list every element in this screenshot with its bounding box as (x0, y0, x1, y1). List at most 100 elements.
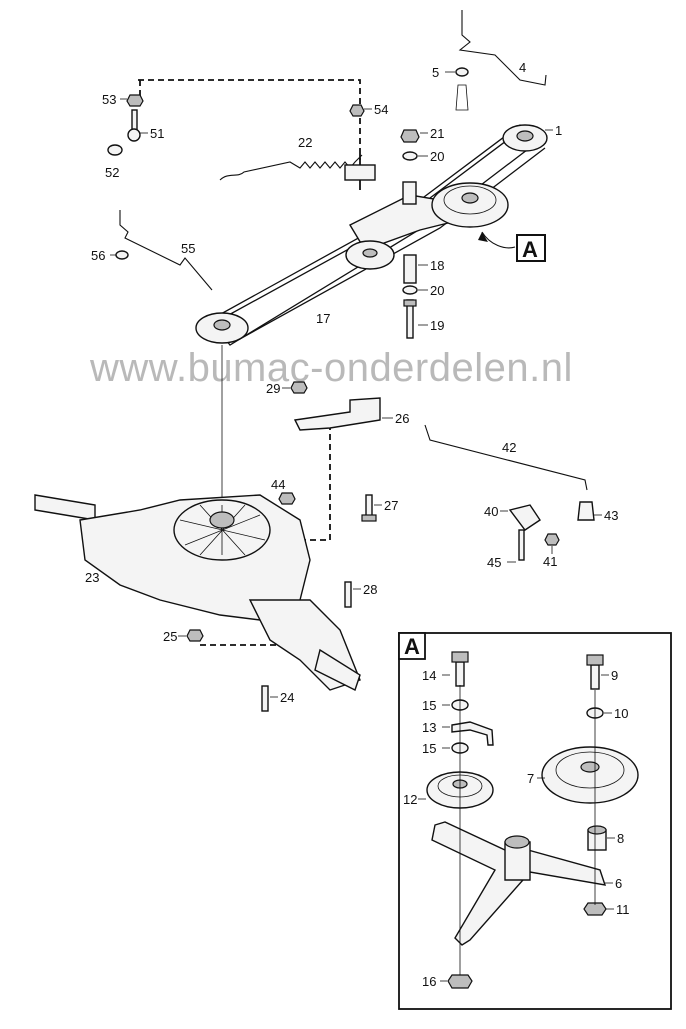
rod-42 (424, 424, 588, 491)
drive-belt-17-outer (237, 147, 546, 341)
bolt-45 (518, 529, 525, 561)
callout-21: 21 (430, 126, 444, 141)
callout-5: 5 (432, 65, 439, 80)
callout-25: 25 (163, 629, 177, 644)
spacer-13 (451, 721, 494, 746)
detail-callout-15-bottom: 15 (422, 741, 436, 756)
idler-pulley-large (431, 182, 509, 228)
washer-20 (402, 285, 418, 295)
bolt-19-head (403, 299, 417, 307)
nut-41 (544, 533, 560, 546)
pulley-7 (541, 746, 639, 804)
callout-52: 52 (105, 165, 119, 180)
callout-4: 4 (519, 60, 526, 75)
nut-21 (400, 129, 420, 143)
callout-1: 1 (555, 123, 562, 138)
detail-a-frame (398, 632, 672, 1010)
callout-24: 24 (280, 690, 294, 705)
callout-22: 22 (298, 135, 312, 150)
callout-54: 54 (374, 102, 388, 117)
bushing-52 (107, 144, 123, 156)
belt-assembly (195, 124, 548, 346)
detail-callout-7: 7 (527, 771, 534, 786)
pulley-7-bore (580, 761, 600, 773)
bolt-9 (590, 664, 600, 690)
detail-callout-12: 12 (403, 792, 417, 807)
dashed-leader-top (138, 79, 361, 185)
pulley-7-inner (555, 751, 625, 789)
nut-53 (126, 94, 144, 107)
callout-53: 53 (102, 92, 116, 107)
detail-callout-13: 13 (422, 720, 436, 735)
detail-a-title-box (398, 632, 426, 660)
idler-pulley-small-bore (362, 248, 378, 258)
main-callouts: 1 4 5 17 18 19 20 20 21 22 23 24 25 26 2… (85, 60, 618, 705)
transaxle-23 (34, 492, 361, 712)
detail-callout-11: 11 (616, 902, 630, 917)
callout-20-bottom: 20 (430, 283, 444, 298)
callout-20-top: 20 (430, 149, 444, 164)
watermark: www.bumac-onderdelen.nl (89, 346, 573, 390)
bracket-plate (344, 164, 376, 181)
callout-42: 42 (502, 440, 516, 455)
eyebolt-51-eye (127, 128, 141, 142)
bolt-14-head (451, 651, 469, 663)
callout-26: 26 (395, 411, 409, 426)
callout-56: 56 (91, 248, 105, 263)
callout-29: 29 (266, 381, 280, 396)
clip-5 (455, 84, 469, 111)
callout-23: 23 (85, 570, 99, 585)
callout-41: 41 (543, 554, 557, 569)
washer-56 (115, 250, 129, 260)
rod-4 (458, 10, 547, 86)
dashed-leader-26 (300, 420, 331, 541)
nut-29 (290, 381, 308, 394)
detail-callout-6: 6 (615, 876, 622, 891)
idler-pulley-large-bore (461, 192, 479, 204)
callout-19: 19 (430, 318, 444, 333)
callout-45: 45 (487, 555, 501, 570)
callout-43: 43 (604, 508, 618, 523)
arrow-to-detail-a (481, 231, 516, 249)
arrow-to-detail-a-head (478, 232, 488, 242)
bracket-40 (508, 504, 541, 531)
spacer-8-top (587, 825, 607, 835)
detail-callout-9: 9 (611, 668, 618, 683)
detail-callout-8: 8 (617, 831, 624, 846)
nut-44 (278, 492, 296, 505)
nut-16 (447, 974, 473, 989)
nut-54 (349, 104, 365, 117)
bolt-24 (261, 685, 269, 712)
spacer-18 (403, 254, 417, 284)
detail-callout-16: 16 (422, 974, 436, 989)
spacer-18-top (402, 181, 417, 205)
detail-callout-15-top: 15 (422, 698, 436, 713)
spring-22 (219, 154, 363, 181)
callout-18: 18 (430, 258, 444, 273)
callout-44: 44 (271, 477, 285, 492)
callout-28: 28 (363, 582, 377, 597)
bracket-6-hub-top (504, 835, 530, 849)
detail-a-marker-label: A (522, 237, 538, 262)
transmission-pulley-bore (213, 319, 231, 331)
washer-5 (455, 67, 469, 77)
fan-blades (179, 504, 266, 556)
callout-51: 51 (150, 126, 164, 141)
detail-a-title: A (404, 634, 420, 659)
rod-55 (119, 210, 213, 291)
nut-25 (186, 629, 204, 642)
callout-40: 40 (484, 504, 498, 519)
engine-pulley-1-bore (516, 130, 534, 142)
bolt-9-head (586, 654, 604, 666)
detail-a-panel: A 6 7 (398, 632, 672, 1010)
detail-callout-14: 14 (422, 668, 436, 683)
callout-27: 27 (384, 498, 398, 513)
nut-11 (583, 902, 607, 916)
washer-20-top (402, 151, 418, 161)
bolt-28 (344, 581, 352, 608)
bolt-27-head (361, 514, 377, 522)
input-pulley (209, 511, 235, 529)
callout-55: 55 (181, 241, 195, 256)
cap-43 (577, 501, 595, 521)
left-axle (34, 494, 96, 521)
